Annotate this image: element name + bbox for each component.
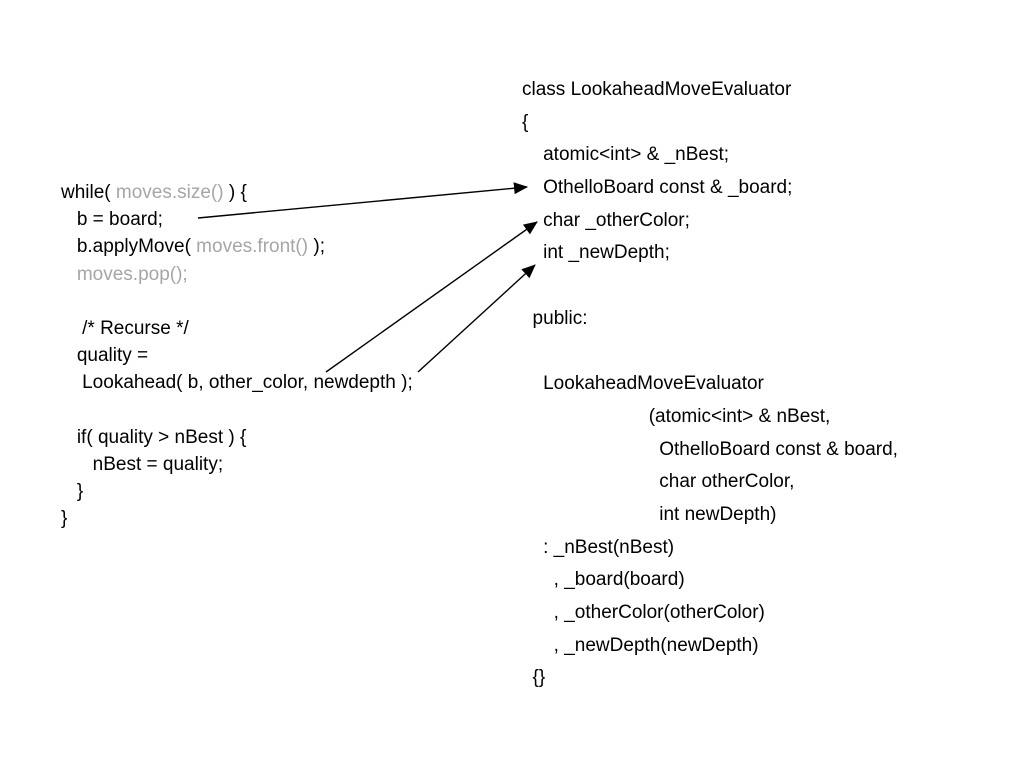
loop-line: nBest = quality;: [61, 451, 413, 478]
loop-line: /* Recurse */: [61, 315, 413, 342]
loop-code-token: Lookahead( b, other_color, newdepth );: [61, 372, 413, 394]
loop-line: moves.pop();: [61, 261, 413, 288]
class-line: [522, 270, 898, 303]
loop-code-token: moves.pop();: [61, 263, 188, 285]
loop-code-token: );: [308, 236, 325, 258]
class-code-token: : _nBest(nBest): [522, 536, 675, 558]
arrow-newdepth-to-field: [417, 264, 536, 373]
loop-code-token: moves.front(): [196, 236, 309, 258]
class-line: class LookaheadMoveEvaluator: [522, 74, 898, 107]
loop-line: [61, 288, 413, 315]
class-line: , _board(board): [522, 564, 898, 597]
loop-code-token: while(: [61, 182, 116, 203]
loop-line: b = board;: [61, 206, 413, 233]
class-code-token: , _board(board): [522, 569, 685, 591]
loop-code-token: if( quality > nBest ) {: [61, 426, 247, 448]
class-line: , _newDepth(newDepth): [522, 630, 898, 663]
class-line: char _otherColor;: [522, 205, 898, 238]
class-line: OthelloBoard const & board,: [522, 434, 898, 467]
loop-line: }: [61, 478, 413, 505]
loop-line: Lookahead( b, other_color, newdepth );: [61, 369, 413, 396]
loop-line: b.applyMove( moves.front() );: [61, 233, 413, 260]
class-line: , _otherColor(otherColor): [522, 597, 898, 630]
loop-line: }: [61, 505, 413, 532]
class-code-token: atomic<int> & _nBest;: [522, 144, 729, 166]
class-line: LookaheadMoveEvaluator: [522, 368, 898, 401]
loop-code-token: }: [61, 481, 84, 503]
loop-line: quality =: [61, 342, 413, 369]
class-code-token: , _newDepth(newDepth): [522, 634, 759, 656]
class-code-token: char _otherColor;: [522, 209, 690, 231]
class-line: int newDepth): [522, 499, 898, 532]
class-line: [522, 336, 898, 369]
loop-code-token: nBest = quality;: [61, 453, 224, 475]
class-line: OthelloBoard const & _board;: [522, 172, 898, 205]
class-line: {}: [522, 662, 898, 695]
loop-line: [61, 397, 413, 424]
loop-code-token: b.applyMove(: [61, 236, 197, 258]
loop-line: if( quality > nBest ) {: [61, 424, 413, 451]
class-line: atomic<int> & _nBest;: [522, 139, 898, 172]
class-code-token: , _otherColor(otherColor): [522, 602, 765, 623]
class-code-token: LookaheadMoveEvaluator: [522, 373, 764, 395]
class-line: {: [522, 107, 898, 140]
class-line: : _nBest(nBest): [522, 532, 898, 565]
loop-code-token: b = board;: [61, 209, 163, 231]
loop-code-token: moves.size(): [115, 182, 224, 203]
loop-code-token: ) {: [223, 182, 247, 203]
loop-code-token: }: [61, 508, 68, 530]
class-code-token: {: [522, 111, 529, 133]
class-code-token: int newDepth): [522, 503, 777, 525]
class-code-token: class LookaheadMoveEvaluator: [522, 79, 792, 100]
loop-code-token: /* Recurse */: [61, 317, 189, 339]
class-code-token: (atomic<int> & nBest,: [522, 405, 831, 427]
calling-loop-code: while( moves.size() ) { b = board; b.app…: [61, 179, 413, 532]
loop-code-token: quality =: [61, 345, 149, 367]
class-line: public:: [522, 303, 898, 336]
class-code-token: {}: [522, 667, 546, 689]
class-code-token: OthelloBoard const & board,: [522, 438, 898, 460]
class-code-token: int _newDepth;: [522, 242, 670, 264]
loop-line: while( moves.size() ) {: [61, 179, 413, 206]
class-line: char otherColor,: [522, 466, 898, 499]
class-line: int _newDepth;: [522, 237, 898, 270]
class-code-token: char otherColor,: [522, 471, 795, 493]
evaluator-class-code: class LookaheadMoveEvaluator { atomic<int…: [522, 74, 898, 695]
class-line: (atomic<int> & nBest,: [522, 401, 898, 434]
class-code-token: public:: [522, 307, 588, 329]
class-code-token: OthelloBoard const & _board;: [522, 177, 793, 199]
